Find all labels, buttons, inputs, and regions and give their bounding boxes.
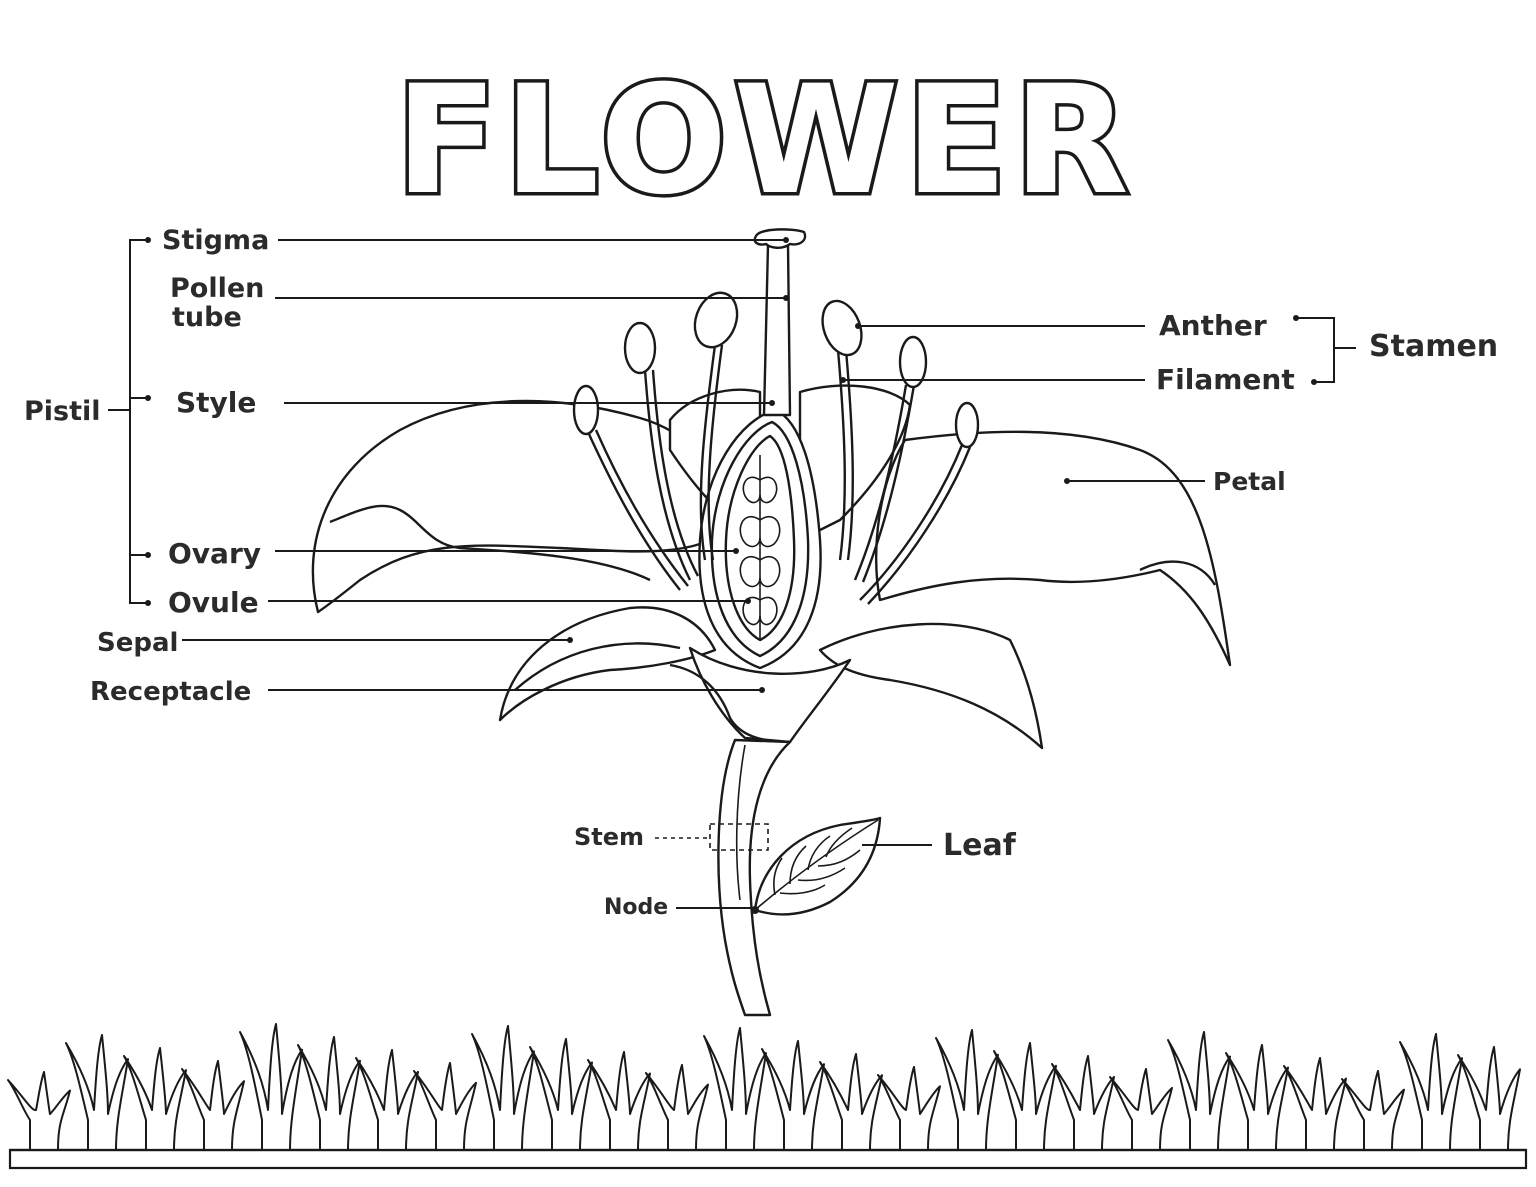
grass-tuft [935,1029,999,1151]
label-anther: Anther [1159,309,1267,342]
label-style: Style [176,386,256,419]
grass-tuft [1457,1046,1521,1151]
label-receptacle: Receptacle [90,677,251,707]
grass-tuft [993,1042,1057,1151]
stigma-shape [753,228,807,249]
label-stem: Stem [574,823,644,851]
grass-tuft [181,1060,245,1151]
grass-tuft [645,1064,709,1151]
grass-tuft [297,1036,361,1151]
sepal-left [498,606,717,722]
receptacle-curve [669,663,791,744]
label-ovary: Ovary [168,537,261,570]
grass-tuft [413,1062,477,1151]
right-petal [875,430,1232,667]
grass-tuft [877,1066,941,1151]
sepal-left-inner [514,642,681,691]
grass-tuft [355,1049,419,1151]
sepal-right [818,622,1044,750]
ovules [739,455,781,640]
right-petal-edge [1139,560,1217,586]
leaf-veins [773,827,861,896]
grass-tuft [1283,1057,1347,1151]
grass-tuft [587,1051,651,1151]
style-shape [762,243,792,417]
grass-tuft [703,1027,767,1151]
grass-tuft [1341,1070,1405,1151]
label-node: Node [604,895,668,920]
stem-shape [717,738,792,1017]
grass-tuft [123,1047,187,1151]
grass-tuft [761,1040,825,1151]
label-pollen-tube-line2: tube [172,302,242,333]
label-lines [108,237,1356,909]
filaments [586,344,972,605]
grass-tuft [529,1038,593,1151]
label-pistil: Pistil [24,396,101,427]
stem-section-box [709,823,769,851]
grass-tuft [65,1034,129,1151]
stem-vein [735,744,746,901]
grass-tuft [1399,1033,1463,1151]
ground-strip [8,1148,1528,1170]
grass-tuft [1225,1044,1289,1151]
label-filament: Filament [1156,363,1295,396]
label-sepal: Sepal [97,628,178,658]
grass-tuft [1109,1068,1173,1151]
label-pollen-tube-line1: Pollen [170,273,264,304]
anthers [572,291,980,449]
flower-illustration [311,228,1232,1017]
label-petal: Petal [1213,467,1286,496]
left-petal-fold [329,504,651,582]
labels: Stigma Pollen tube Style Pistil Ovary Ov… [24,225,1498,920]
grass-tuft [471,1025,535,1151]
label-stigma: Stigma [162,225,269,256]
grass-tuft [239,1023,303,1151]
ovary-layer-2 [710,420,810,658]
grass-border [7,1023,1528,1170]
leaf-midrib [754,819,879,911]
grass-tuft [1167,1031,1231,1151]
grass-tuft [1051,1055,1115,1151]
grass-tuft [7,1071,71,1151]
diagram-title: FLOWER [395,54,1135,228]
label-stamen: Stamen [1369,329,1498,364]
grass-tuft [819,1053,883,1151]
leaf-shape [753,816,882,916]
label-leaf: Leaf [943,828,1017,863]
label-ovule: Ovule [168,586,259,619]
